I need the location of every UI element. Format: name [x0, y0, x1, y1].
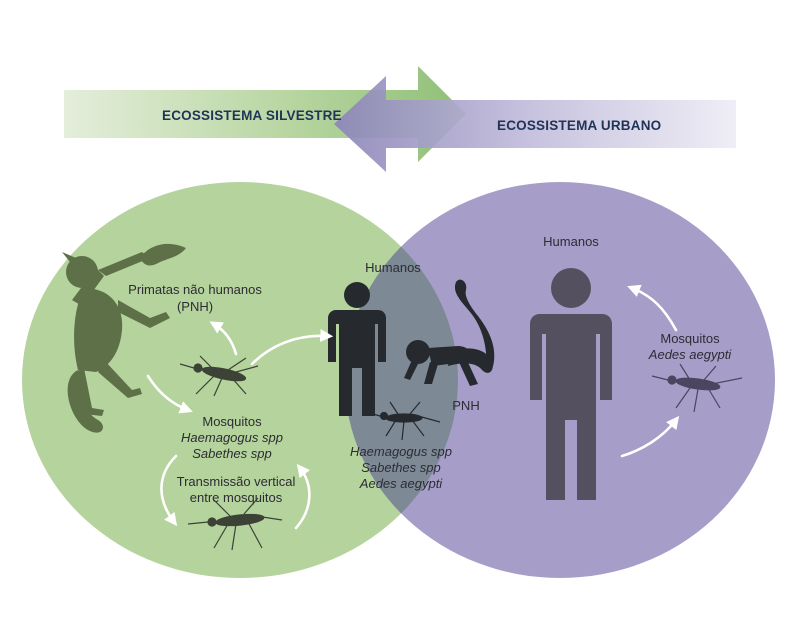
right-human-icon [530, 268, 612, 500]
mosquito-icon-left-bottom [187, 497, 283, 551]
flow-arrows [146, 284, 680, 530]
left-species-haemagogus: Haemagogus spp [181, 430, 283, 445]
ecosystem-banners: ECOSSISTEMA SILVESTRE ECOSSISTEMA URBANO [64, 66, 736, 172]
silvestre-labels: Primatas não humanos (PNH) Mosquitos Hae… [128, 282, 295, 505]
urbano-labels: Humanos Mosquitos Aedes aegypti [543, 234, 732, 362]
center-pnh-label: PNH [452, 398, 479, 413]
primatas-label-line2: (PNH) [177, 299, 213, 314]
left-mosquitos-title: Mosquitos [202, 414, 262, 429]
mosquito-icon-left-top [179, 355, 259, 397]
overlap-labels: Humanos PNH Haemagogus spp Sabethes spp … [350, 260, 480, 491]
arrow-vertical-right [294, 463, 311, 530]
arrow-mosquito-to-primatas [209, 321, 238, 356]
arrow-mosquito-to-humans [250, 329, 334, 366]
arrow-mosquito-up-to-human [627, 284, 678, 332]
arrow-vertical-left [160, 454, 178, 527]
center-species-aedes: Aedes aegypti [359, 476, 444, 491]
transmissao-line1: Transmissão vertical [177, 474, 296, 489]
left-species-sabethes: Sabethes spp [192, 446, 272, 461]
mosquito-icon-right [651, 363, 743, 413]
center-humanos-label: Humanos [365, 260, 421, 275]
banner-urbano-label: ECOSSISTEMA URBANO [497, 118, 661, 133]
center-human-icon [328, 282, 386, 416]
center-species-sabethes: Sabethes spp [361, 460, 441, 475]
ecosystem-ellipses [22, 182, 775, 578]
center-species-haemagogus: Haemagogus spp [350, 444, 452, 459]
arrow-human-to-mosquito [620, 415, 680, 458]
hanging-monkey-icon [62, 243, 186, 433]
banner-silvestre-label: ECOSSISTEMA SILVESTRE [162, 108, 342, 123]
right-mosquitos-title: Mosquitos [660, 331, 720, 346]
transmissao-line2: entre mosquitos [190, 490, 283, 505]
center-monkey-icon [404, 279, 495, 386]
urbano-arrow [334, 76, 736, 172]
primatas-label-line1: Primatas não humanos [128, 282, 262, 297]
arrow-monkey-to-mosquitos [146, 374, 193, 414]
right-humanos-label: Humanos [543, 234, 599, 249]
right-species-aedes: Aedes aegypti [648, 347, 733, 362]
